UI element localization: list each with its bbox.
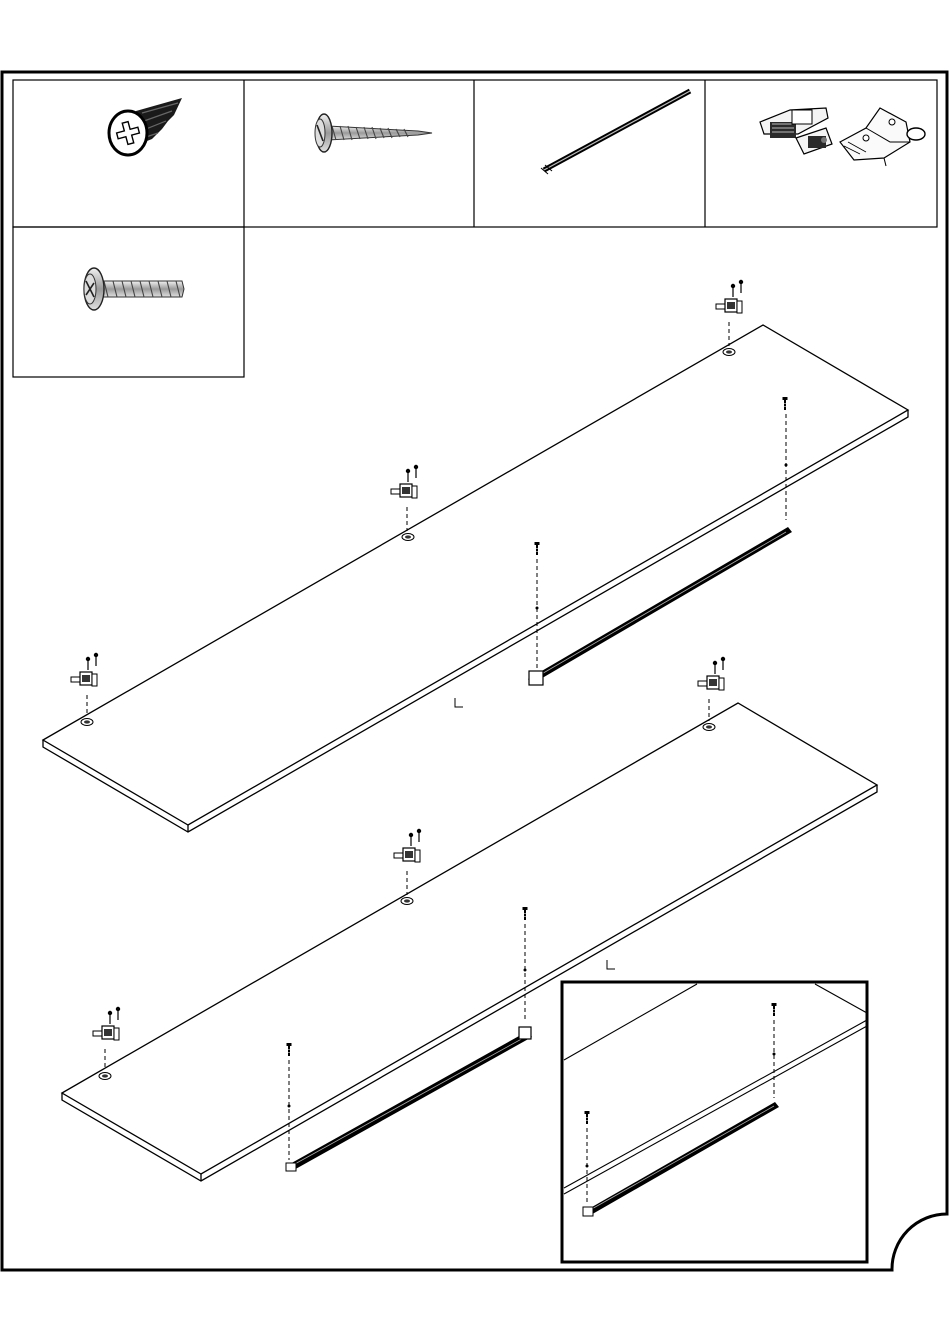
- corner-mark: [455, 698, 463, 707]
- hinge-icon: [760, 108, 925, 166]
- corner-mark: [607, 960, 615, 969]
- rail-rod-icon: [541, 91, 690, 174]
- pan-head-screw-icon: [84, 268, 184, 310]
- wood-screw-icon: [315, 114, 432, 152]
- countersunk-screw-icon: [109, 98, 182, 155]
- detail-view: [562, 982, 867, 1262]
